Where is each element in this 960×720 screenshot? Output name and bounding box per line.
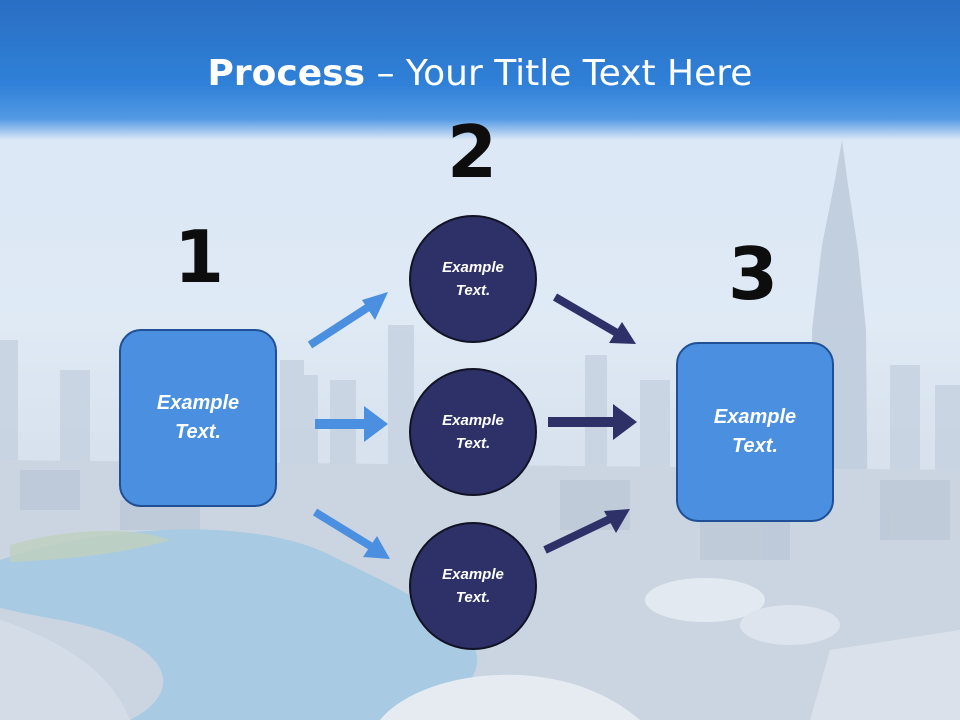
circle-top-text: Example Text. <box>442 259 504 299</box>
step-number-2: 2 <box>446 110 498 194</box>
step-2-circle-top: Example Text. <box>409 215 537 343</box>
step-number-1: 1 <box>173 215 225 299</box>
arrow-bottom-to-3 <box>543 509 630 554</box>
arrow-1-to-bottom <box>312 508 390 559</box>
title-band <box>0 0 960 140</box>
arrow-1-to-top <box>307 292 388 349</box>
title-bold: Process <box>207 53 366 94</box>
step-2-circle-middle: Example Text. <box>409 368 537 496</box>
title-rest: – Your Title Text Here <box>365 53 753 94</box>
slide-title: Process – Your Title Text Here <box>0 52 960 96</box>
circle-middle-text: Example Text. <box>442 412 504 452</box>
arrow-top-to-3 <box>552 293 636 344</box>
step-number-3: 3 <box>727 232 779 316</box>
step-1-box: Example Text. <box>119 329 277 507</box>
step-1-text: Example Text. <box>156 392 240 443</box>
circle-bottom-text: Example Text. <box>442 566 504 606</box>
step-3-text: Example Text. <box>713 406 797 457</box>
arrow-1-to-middle <box>315 406 388 442</box>
step-2-circle-bottom: Example Text. <box>409 522 537 650</box>
arrow-middle-to-3 <box>548 404 637 440</box>
step-3-box: Example Text. <box>676 342 834 522</box>
